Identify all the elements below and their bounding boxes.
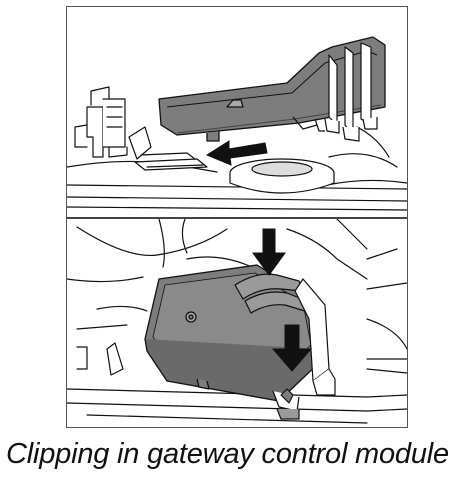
arrow-left-icon bbox=[205, 140, 268, 166]
top-illustration-panel bbox=[67, 7, 407, 217]
top-illustration bbox=[67, 36, 407, 211]
figure-caption: Clipping in gateway control module bbox=[6, 438, 449, 470]
bottom-illustration-panel bbox=[67, 219, 407, 427]
arrow-down-icon-second bbox=[271, 324, 313, 372]
panel-divider bbox=[67, 217, 407, 219]
arrow-down-icon bbox=[252, 228, 286, 276]
illustration-frame bbox=[66, 6, 408, 428]
bottom-illustration bbox=[67, 219, 407, 424]
